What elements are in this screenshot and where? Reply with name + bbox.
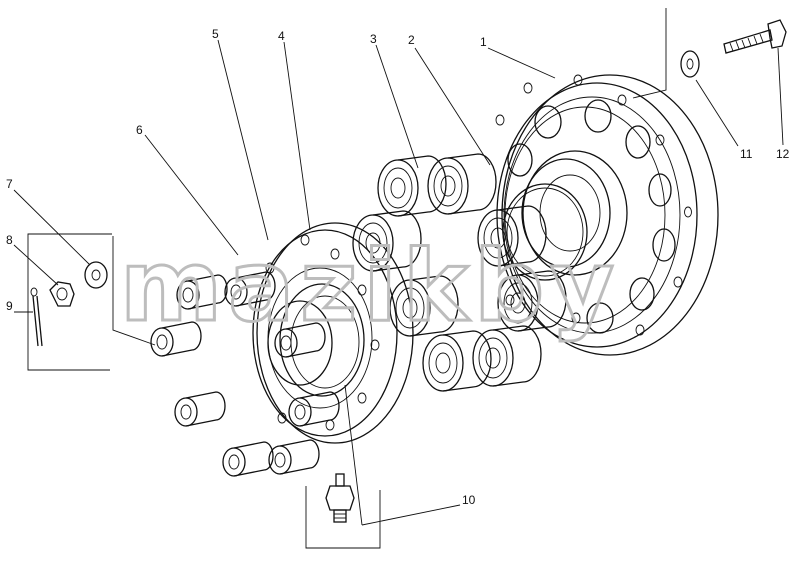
roller-1 <box>377 155 447 217</box>
bushing-5 <box>174 391 226 427</box>
cotter-pin <box>30 287 43 347</box>
group-brackets <box>27 8 667 549</box>
leader-lines <box>13 39 784 526</box>
flange-housing <box>495 74 719 356</box>
roller-7 <box>472 325 542 387</box>
callout-1: 1 <box>480 35 487 49</box>
bolt <box>723 19 787 54</box>
callout-2: 2 <box>408 33 415 47</box>
roller-8 <box>389 275 459 337</box>
inner-flange <box>252 222 414 444</box>
snap-ring <box>502 183 588 281</box>
grease-fitting <box>325 473 355 523</box>
callout-8: 8 <box>6 233 13 247</box>
callout-9: 9 <box>6 299 13 313</box>
watermark: mazikby <box>120 230 620 344</box>
callout-labels: 1 2 3 4 5 6 7 8 9 10 11 12 <box>6 27 790 507</box>
spacer-ring <box>267 300 333 386</box>
callout-12: 12 <box>776 147 790 161</box>
roller-4 <box>477 205 547 267</box>
callout-6: 6 <box>136 123 143 137</box>
washer <box>84 261 108 289</box>
bushings <box>150 271 340 477</box>
roller-6 <box>422 330 492 392</box>
callout-5: 5 <box>212 27 219 41</box>
roller-3 <box>352 210 422 272</box>
bushing-1 <box>176 274 228 310</box>
bushing-6 <box>222 441 274 477</box>
callout-4: 4 <box>278 29 285 43</box>
bushing-3 <box>150 321 202 357</box>
callout-7: 7 <box>6 177 13 191</box>
bushing-4 <box>274 322 326 358</box>
roller-5 <box>497 270 567 332</box>
bushing-7 <box>268 439 320 475</box>
bolt-washer <box>680 50 700 78</box>
bushing-8 <box>288 391 340 427</box>
castle-nut <box>49 281 75 307</box>
roller-2 <box>427 153 497 215</box>
callout-11: 11 <box>740 147 753 161</box>
callout-3: 3 <box>370 32 377 46</box>
callout-10: 10 <box>462 493 476 507</box>
bushing-2 <box>224 271 276 307</box>
